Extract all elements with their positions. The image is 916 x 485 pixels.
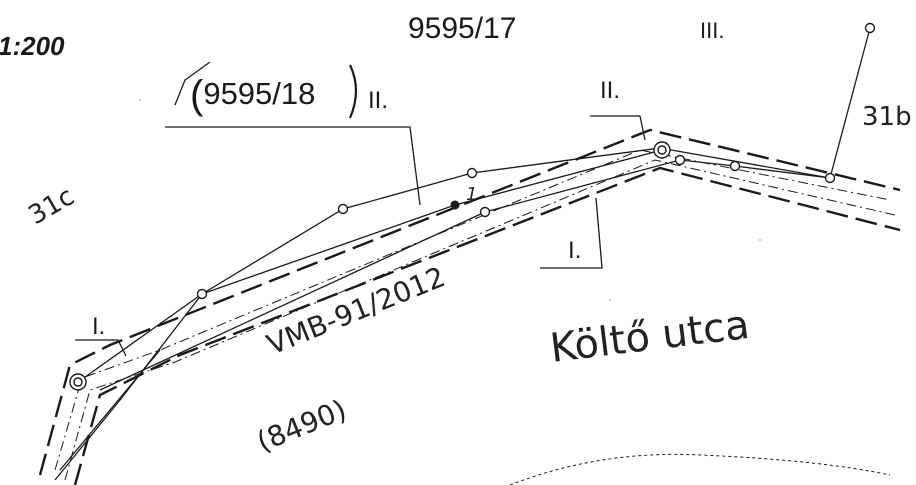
zone-leaders [75,61,646,357]
point-2 [337,203,349,215]
paren-open: ( [190,73,204,117]
point-31c-label: 31c [24,181,80,231]
point-6 [729,160,741,172]
utility-lines [54,149,896,481]
marker-number-label: 1 [466,184,477,205]
paper-specks [139,99,761,421]
bottom-curve [509,453,891,485]
parcel-paren-label: (9595/18 [190,73,315,117]
point-mid-inner [657,145,667,155]
zone-I-middle-label: I. [568,237,581,264]
survey-points [69,22,876,391]
road-edges [38,128,901,485]
zone-I-left-label: I. [92,313,105,340]
street-name-label: Költő utca [548,302,752,372]
point-left-inner [73,377,83,387]
point-3 [466,167,478,179]
marker-dot [450,200,460,210]
point-1 [196,288,208,300]
paren-close-curve [348,64,358,119]
point-8 [864,22,876,34]
survey-lines [54,27,871,481]
parcel-paren-number: 9595/18 [203,76,315,111]
point-7 [824,172,836,184]
point-31b-label: 31b [862,102,912,132]
zone-II-right-label: II. [600,77,620,104]
scale-label: 1:200 [0,31,65,61]
parcel-north-label: 9595/17 [408,12,516,45]
zone-II-left-label: II. [368,87,388,114]
point-4 [479,206,491,218]
point-5 [674,154,686,166]
parcel-south-label: (8490) [252,393,351,458]
zone-III-label: III. [700,18,724,43]
